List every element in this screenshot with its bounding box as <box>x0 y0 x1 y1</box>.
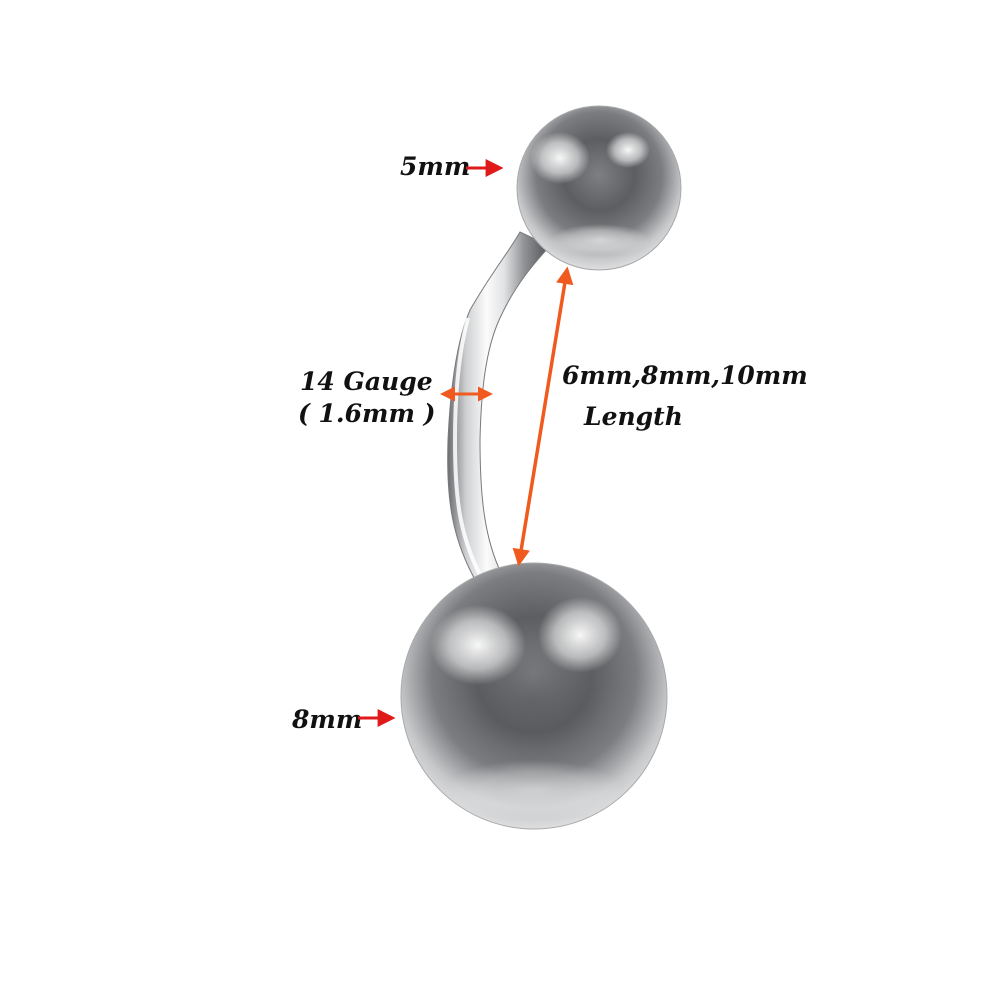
gauge-label: 14 Gauge <box>300 367 433 396</box>
length-word-label: Length <box>583 402 683 431</box>
bottom-ball-label: 8mm <box>291 705 362 734</box>
top-ball-label: 5mm <box>400 152 470 181</box>
gauge-mm-label: ( 1.6mm ) <box>298 399 435 428</box>
length-arrow <box>512 266 574 567</box>
length-values-label: 6mm,8mm,10mm <box>562 361 808 390</box>
curved-bar <box>447 231 551 586</box>
top-ball <box>516 105 682 271</box>
bottom-ball <box>400 562 668 830</box>
